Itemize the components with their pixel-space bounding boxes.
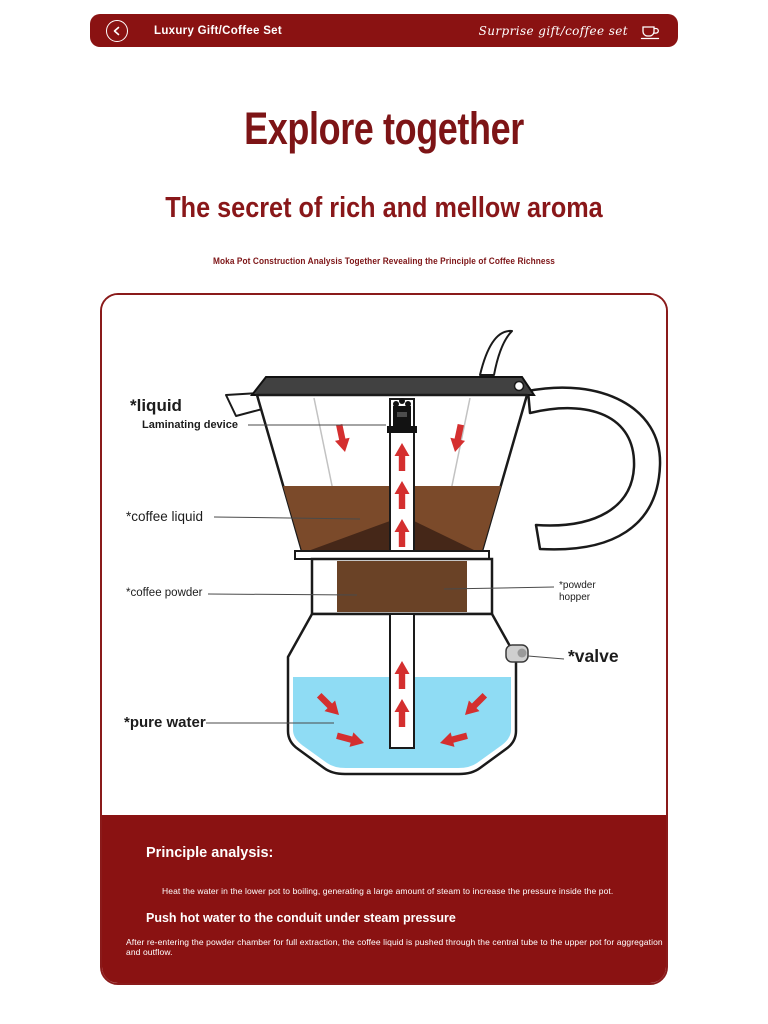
back-button[interactable] <box>106 19 128 42</box>
back-arrow-icon <box>113 26 120 35</box>
safety-valve-shape <box>505 644 529 663</box>
label-laminating-device: Laminating device <box>142 419 238 431</box>
principle-heading: Principle analysis: <box>146 845 274 861</box>
lid-lever <box>479 329 513 376</box>
coffee-liquid-fill <box>283 486 501 551</box>
label-lines <box>206 424 565 724</box>
moka-pot-diagram: *liquid Laminating device *coffee liquid… <box>102 295 666 815</box>
label-coffee-liquid: *coffee liquid <box>126 509 204 524</box>
principle-panel: Principle analysis: Heat the water in th… <box>102 815 666 983</box>
principle-step-2: Push hot water to the conduit under stea… <box>146 911 456 925</box>
moka-pot-card: *liquid Laminating device *coffee liquid… <box>100 293 668 985</box>
header-bar: Luxury Gift/Coffee Set Surprise gift/cof… <box>90 14 678 47</box>
label-liquid: *liquid <box>130 396 182 415</box>
label-powder-hopper: *powder hopper <box>559 580 596 603</box>
label-pure-water: *pure water <box>124 714 206 731</box>
hero-title: Explore together <box>244 103 524 154</box>
label-valve: *valve <box>568 646 619 666</box>
lid-hinge-pin <box>513 380 525 392</box>
coffee-cup-icon <box>640 25 660 39</box>
page-title: Luxury Gift/Coffee Set <box>154 24 283 37</box>
hero-subtitle: The secret of rich and mellow aroma <box>165 192 603 224</box>
laminating-device-shape <box>387 398 417 433</box>
label-coffee-powder: *coffee powder <box>126 587 203 599</box>
header-tagline: Surprise gift/coffee set <box>478 23 628 38</box>
pot-lid <box>249 376 536 396</box>
principle-step-1: Heat the water in the lower pot to boili… <box>162 886 614 896</box>
principle-step-3: After re-entering the powder chamber for… <box>126 937 663 957</box>
coffee-powder-fill <box>337 561 467 612</box>
pot-handle <box>526 386 662 551</box>
hero-caption: Moka Pot Construction Analysis Together … <box>212 256 556 266</box>
moka-pot-illustration <box>206 329 662 776</box>
